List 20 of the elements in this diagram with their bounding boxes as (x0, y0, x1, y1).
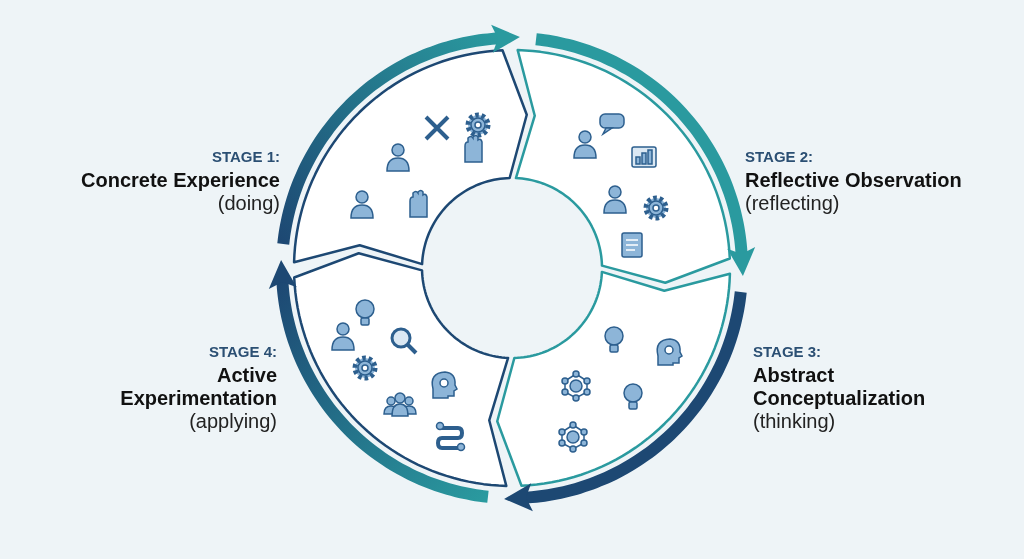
stage-label: STAGE 4: (207, 343, 277, 361)
cycle-arrow (277, 24, 520, 245)
ring-segment (292, 48, 528, 266)
cycle-arrow (504, 291, 747, 512)
stage-name: Reflective Observation (745, 169, 963, 193)
stage-name: Concrete Experience (80, 169, 280, 193)
stage-description: (doing) (216, 192, 280, 216)
stage-label: STAGE 2: (745, 148, 815, 166)
stage-name: Active Experimentation (119, 364, 277, 411)
cycle-arrow (535, 33, 756, 276)
stage-description: (applying) (188, 410, 277, 434)
stage-name: Abstract Conceptualization (753, 364, 927, 411)
stage-description: (reflecting) (745, 192, 841, 216)
stage-label: STAGE 1: (210, 148, 280, 166)
stage-description: (thinking) (753, 410, 837, 434)
ring-segment (496, 270, 732, 488)
stage-label: STAGE 3: (753, 343, 823, 361)
cycle-arrow (268, 260, 489, 503)
ring-segment (514, 48, 732, 284)
ring-segment (292, 252, 510, 488)
